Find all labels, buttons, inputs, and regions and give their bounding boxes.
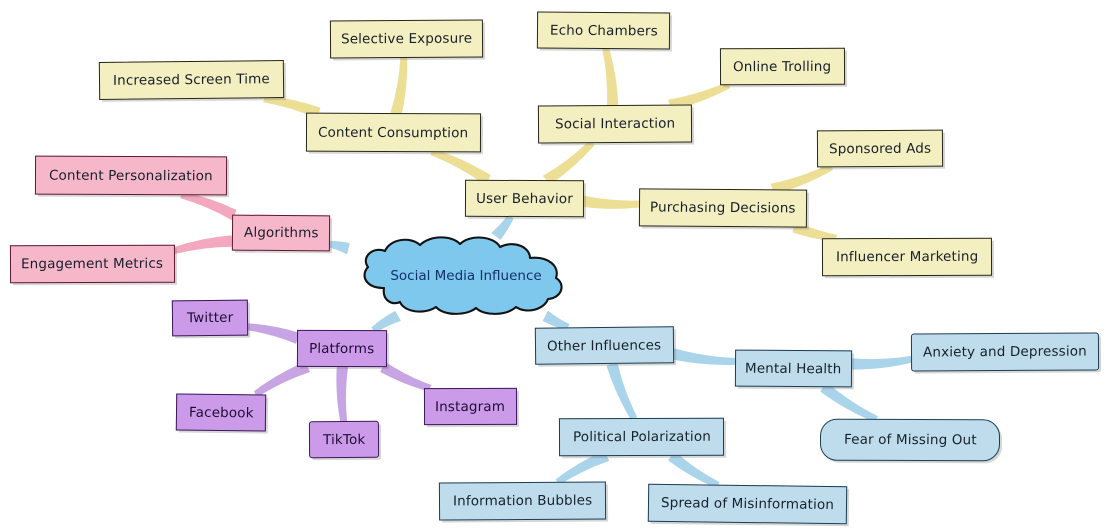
node-spread-of-misinformation[interactable]: Spread of Misinformation (647, 483, 848, 525)
node-user-behavior[interactable]: User Behavior (464, 179, 585, 218)
node-increased-screen-time[interactable]: Increased Screen Time (98, 60, 285, 100)
node-anxiety-and-depression[interactable]: Anxiety and Depression (910, 332, 1100, 372)
node-label-anxiety-and-depression: Anxiety and Depression (923, 343, 1087, 361)
node-information-bubbles[interactable]: Information Bubbles (438, 481, 607, 521)
node-label-other-influences: Other Influences (547, 336, 662, 355)
node-label-platforms: Platforms (309, 340, 375, 357)
node-instagram[interactable]: Instagram (423, 387, 518, 426)
node-label-user-behavior: User Behavior (475, 190, 574, 207)
node-label-algorithms: Algorithms (243, 224, 319, 242)
node-selective-exposure[interactable]: Selective Exposure (329, 19, 484, 59)
node-fear-of-missing-out[interactable]: Fear of Missing Out (819, 418, 1001, 462)
node-label-facebook: Facebook (188, 404, 254, 421)
node-label-information-bubbles: Information Bubbles (452, 492, 593, 510)
node-label-social-interaction: Social Interaction (554, 115, 676, 133)
node-label-twitter: Twitter (186, 309, 234, 327)
node-label-political-polarization: Political Polarization (572, 428, 711, 446)
root-node-cloud[interactable]: Social Media Influence (348, 236, 584, 316)
node-tiktok[interactable]: TikTok (308, 420, 380, 459)
node-label-content-personalization: Content Personalization (48, 167, 214, 184)
node-influencer-marketing[interactable]: Influencer Marketing (821, 237, 993, 277)
node-political-polarization[interactable]: Political Polarization (558, 417, 725, 457)
node-label-instagram: Instagram (435, 398, 506, 415)
node-label-influencer-marketing: Influencer Marketing (835, 248, 979, 266)
node-echo-chambers[interactable]: Echo Chambers (536, 11, 671, 50)
node-platforms[interactable]: Platforms (296, 329, 388, 368)
node-label-purchasing-decisions: Purchasing Decisions (650, 199, 796, 217)
node-sponsored-ads[interactable]: Sponsored Ads (816, 129, 944, 168)
node-twitter[interactable]: Twitter (171, 299, 249, 337)
cloud-shape (363, 236, 563, 315)
node-label-content-consumption: Content Consumption (318, 124, 469, 141)
node-label-echo-chambers: Echo Chambers (549, 22, 658, 39)
node-label-tiktok: TikTok (322, 431, 366, 448)
node-label-mental-health: Mental Health (745, 360, 842, 377)
node-purchasing-decisions[interactable]: Purchasing Decisions (638, 188, 808, 228)
node-algorithms[interactable]: Algorithms (231, 214, 331, 252)
node-content-personalization[interactable]: Content Personalization (34, 155, 228, 196)
node-label-fear-of-missing-out: Fear of Missing Out (843, 431, 977, 449)
node-content-consumption[interactable]: Content Consumption (305, 112, 482, 153)
node-label-spread-of-misinformation: Spread of Misinformation (660, 494, 835, 514)
node-other-influences[interactable]: Other Influences (534, 326, 675, 365)
node-mental-health[interactable]: Mental Health (734, 349, 853, 388)
node-label-increased-screen-time: Increased Screen Time (113, 71, 270, 89)
node-label-engagement-metrics: Engagement Metrics (21, 255, 164, 273)
node-label-selective-exposure: Selective Exposure (340, 30, 473, 48)
node-label-sponsored-ads: Sponsored Ads (828, 140, 932, 157)
node-label-online-trolling: Online Trolling (733, 58, 832, 75)
node-online-trolling[interactable]: Online Trolling (719, 47, 846, 86)
node-engagement-metrics[interactable]: Engagement Metrics (9, 244, 176, 284)
node-social-interaction[interactable]: Social Interaction (537, 104, 693, 144)
node-facebook[interactable]: Facebook (175, 393, 267, 432)
